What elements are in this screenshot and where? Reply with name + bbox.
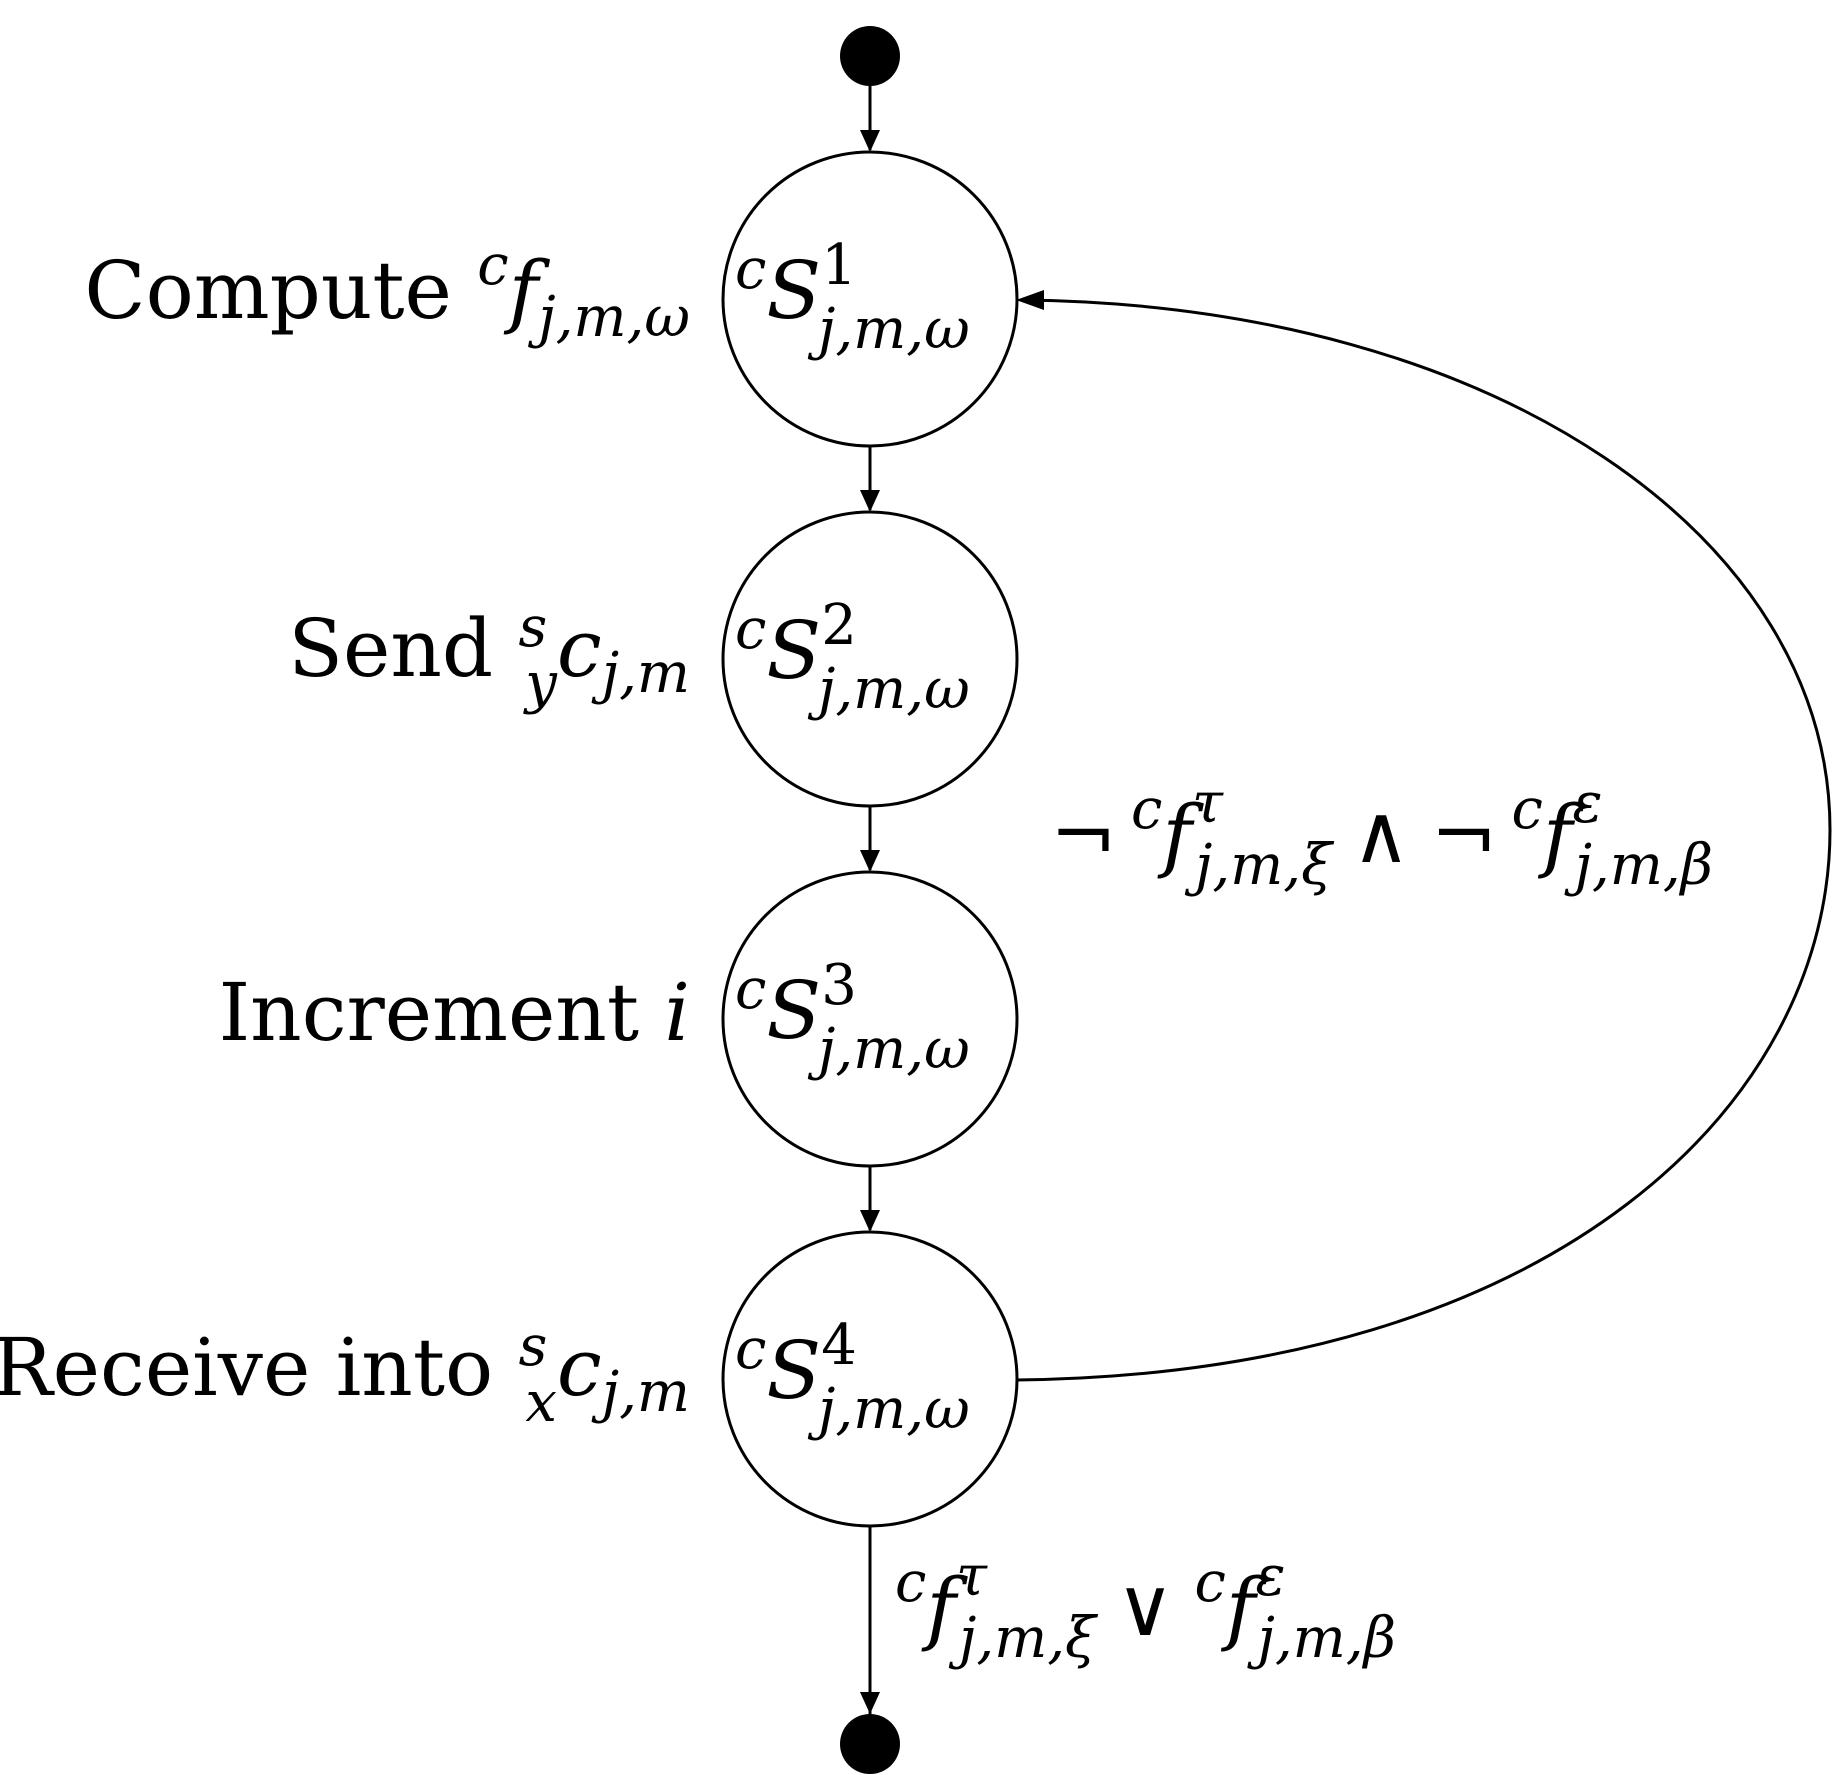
compute-sub: j,m,ω [527, 285, 690, 350]
state-1-sub: j,m,ω [807, 297, 970, 362]
state-circle-2 [721, 510, 1019, 808]
arrowhead-s1-to-s2 [860, 490, 880, 512]
exit-sub-1: j,m,ξ [948, 1606, 1099, 1671]
action-label-compute: Compute cfj,m,ω [84, 233, 690, 350]
state-1-symbol: S [766, 244, 821, 337]
increment-text: Increment [219, 966, 665, 1059]
state-1-pre: c [735, 237, 766, 302]
final-node [840, 1714, 900, 1774]
state-4-symbol: S [766, 1324, 821, 1417]
initial-node [840, 26, 900, 86]
state-4-sup: 4 [821, 1313, 857, 1378]
loop-pre-1: c [1131, 777, 1162, 842]
compute-pre: c [477, 233, 508, 298]
action-label-increment: Increment i [219, 966, 690, 1059]
exit-pre-1: c [895, 1550, 926, 1615]
increment-symbol: i [664, 966, 690, 1059]
loop-neg-2: ¬ [1430, 788, 1497, 881]
send-symbol: c [557, 602, 602, 695]
state-3-symbol: S [766, 964, 821, 1057]
exit-op: ∨ [1116, 1561, 1175, 1654]
exit-sup-1: τ [956, 1544, 988, 1609]
loop-arrow [1013, 298, 1832, 1382]
state-3-pre: c [735, 957, 766, 1022]
state-circle-1 [721, 150, 1019, 448]
send-text: Send [288, 602, 518, 695]
state-3-sub: j,m,ω [807, 1017, 970, 1082]
arrowhead-s2-to-s3 [860, 850, 880, 872]
loop-sub-1: j,m,ξ [1184, 833, 1335, 898]
send-sub: j,m [591, 641, 690, 706]
exit-sup-2: ε [1255, 1544, 1285, 1609]
state-circle-3 [721, 870, 1019, 1168]
state-3-sup: 3 [821, 953, 857, 1018]
state-2-sup: 2 [821, 593, 857, 658]
receive-sub: j,m [591, 1360, 690, 1425]
loop-sub-2: j,m,β [1564, 833, 1713, 898]
receive-pre-sup: s [519, 1314, 548, 1379]
receive-symbol: c [557, 1321, 602, 1414]
loop-neg-1: ¬ [1050, 788, 1117, 881]
loop-op: ∧ [1352, 788, 1411, 881]
receive-text: Receive into [0, 1321, 519, 1414]
send-pre-sub: y [522, 651, 558, 716]
state-1-sup: 1 [821, 233, 857, 298]
compute-text: Compute [84, 244, 477, 337]
receive-pre-sub: x [525, 1370, 557, 1435]
loop-pre-2: c [1512, 777, 1543, 842]
arrowhead-s3-to-s4 [860, 1210, 880, 1232]
state-circle-4 [721, 1230, 1019, 1528]
exit-sub-2: j,m,β [1247, 1606, 1396, 1671]
send-pre-sup: s [519, 595, 548, 660]
state-2-pre: c [735, 597, 766, 662]
state-2-sub: j,m,ω [807, 657, 970, 722]
loop-sup-2: ε [1573, 771, 1603, 836]
state-4-sub: j,m,ω [807, 1377, 970, 1442]
loop-sup-1: τ [1192, 771, 1224, 836]
state-2-symbol: S [766, 604, 821, 697]
loop-arrowhead [1016, 290, 1044, 310]
arrowhead-start-to-s1 [860, 130, 880, 152]
state-4-pre: c [735, 1317, 766, 1382]
arrowhead-s4-to-end [860, 1692, 880, 1714]
exit-pre-2: c [1194, 1550, 1225, 1615]
